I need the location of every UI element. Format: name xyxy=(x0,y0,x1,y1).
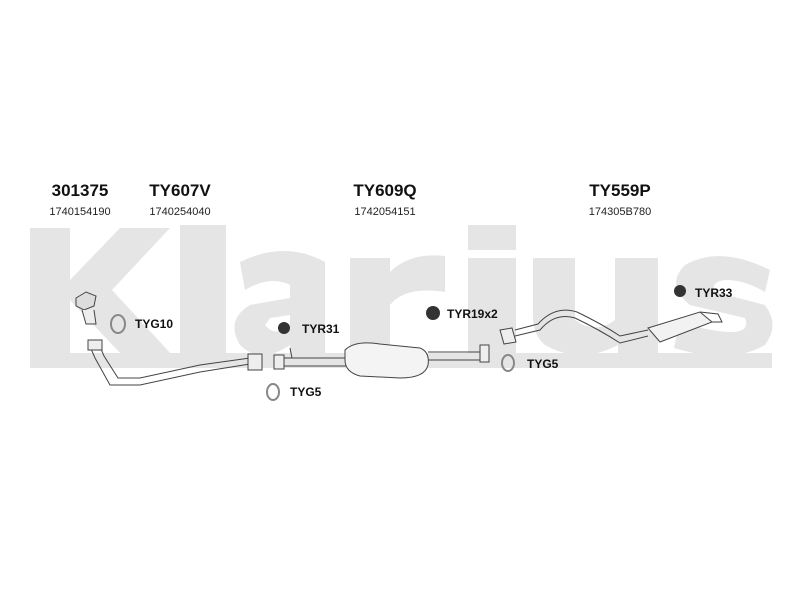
part-ref: 1742054151 xyxy=(354,206,416,218)
fitting-label[interactable]: TYR33 xyxy=(695,286,733,300)
watermark-letter-k xyxy=(30,228,172,355)
part-ref: 1740254040 xyxy=(149,206,211,218)
part-code[interactable]: TY607V xyxy=(149,181,211,200)
part-ref: 1740154190 xyxy=(49,206,111,218)
watermark-letter-s xyxy=(674,256,773,356)
gasket-icon xyxy=(110,314,515,401)
watermark-letter-a xyxy=(234,251,325,355)
rear-pipe xyxy=(499,309,723,345)
fitting-label[interactable]: TYG5 xyxy=(527,357,559,371)
watermark-letter-l xyxy=(180,225,226,355)
fitting-label[interactable]: TYR19x2 xyxy=(447,307,498,321)
watermark-letter-u xyxy=(533,258,658,355)
part-code[interactable]: TY609Q xyxy=(353,181,417,200)
intermediate-pipe xyxy=(273,342,490,379)
part-code[interactable]: 301375 xyxy=(51,181,109,200)
part-ref: 174305B780 xyxy=(588,206,652,218)
watermark-letter-r xyxy=(350,255,445,355)
rubber-mount-icon xyxy=(278,285,686,334)
fitting-label[interactable]: TYG5 xyxy=(290,385,322,399)
watermark-letter-i-dot xyxy=(468,225,516,250)
fitting-label[interactable]: TYG10 xyxy=(135,317,174,331)
front-pipe xyxy=(75,291,263,386)
fitting-label[interactable]: TYR31 xyxy=(302,322,340,336)
part-code[interactable]: TY559P xyxy=(589,181,651,200)
